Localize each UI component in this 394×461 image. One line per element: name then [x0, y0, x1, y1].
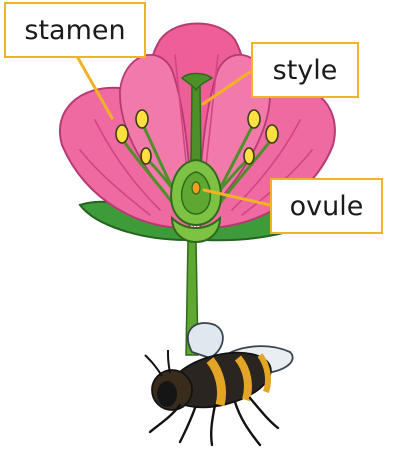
anther: [136, 110, 148, 128]
anther: [141, 148, 151, 164]
bee-illustration: [145, 323, 293, 445]
ovule-label: ovule: [270, 178, 383, 234]
stamen-label-text: stamen: [24, 17, 125, 44]
ovule-shape: [192, 182, 200, 194]
anther: [248, 110, 260, 128]
style-label: style: [251, 42, 359, 98]
anther: [116, 125, 128, 143]
stamen-label: stamen: [4, 2, 146, 58]
style-stalk: [191, 86, 201, 165]
anther: [266, 125, 278, 143]
style-label-text: style: [273, 57, 338, 84]
ovule-label-text: ovule: [290, 193, 364, 220]
anther: [244, 148, 254, 164]
